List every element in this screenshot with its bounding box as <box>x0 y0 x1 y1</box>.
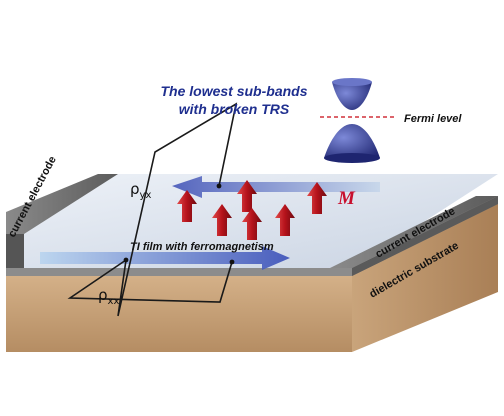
title-line-2: with broken TRS <box>179 101 290 117</box>
spin-arrows <box>177 180 327 240</box>
upper-cone <box>332 82 372 110</box>
red-up-arrow-icon <box>275 204 295 236</box>
red-up-arrow-icon <box>242 208 262 240</box>
title-line-1: The lowest sub-bands <box>160 83 307 99</box>
red-up-arrow-icon <box>237 180 257 212</box>
lower-cone <box>324 124 380 158</box>
left-electrode-front <box>6 234 24 268</box>
red-up-arrow-icon <box>177 190 197 222</box>
contact-dot <box>229 259 235 265</box>
substrate-side-face <box>352 196 498 352</box>
dirac-cone-icon <box>324 78 380 163</box>
rho-yx-label: ρyx <box>130 180 151 201</box>
upper-cone-rim <box>332 78 372 86</box>
bottom-current-arrow <box>40 246 290 270</box>
rho-xx-label: ρxx <box>98 286 119 307</box>
red-up-arrow-icon <box>307 182 327 214</box>
lower-cone-rim <box>324 153 380 163</box>
rho-xx-wire <box>67 259 233 303</box>
substrate-front-face <box>6 268 352 352</box>
fermi-level-label: Fermi level <box>404 113 462 125</box>
right-electrode-side <box>352 196 498 276</box>
top-current-arrow <box>172 176 380 198</box>
right-current-electrode <box>330 196 498 276</box>
contact-dot <box>216 183 222 189</box>
rho-yx-wire <box>117 102 238 317</box>
measurement-wires <box>67 102 238 317</box>
contact-dot <box>123 257 129 263</box>
substrate-top-edge <box>6 268 352 276</box>
film-label: TI film with ferromagnetism <box>130 241 274 253</box>
left-current-electrode <box>6 174 118 268</box>
magnetization-label: M <box>337 188 356 209</box>
red-up-arrow-icon <box>212 204 232 236</box>
left-electrode-top <box>6 174 118 234</box>
right-electrode-top <box>330 196 498 268</box>
